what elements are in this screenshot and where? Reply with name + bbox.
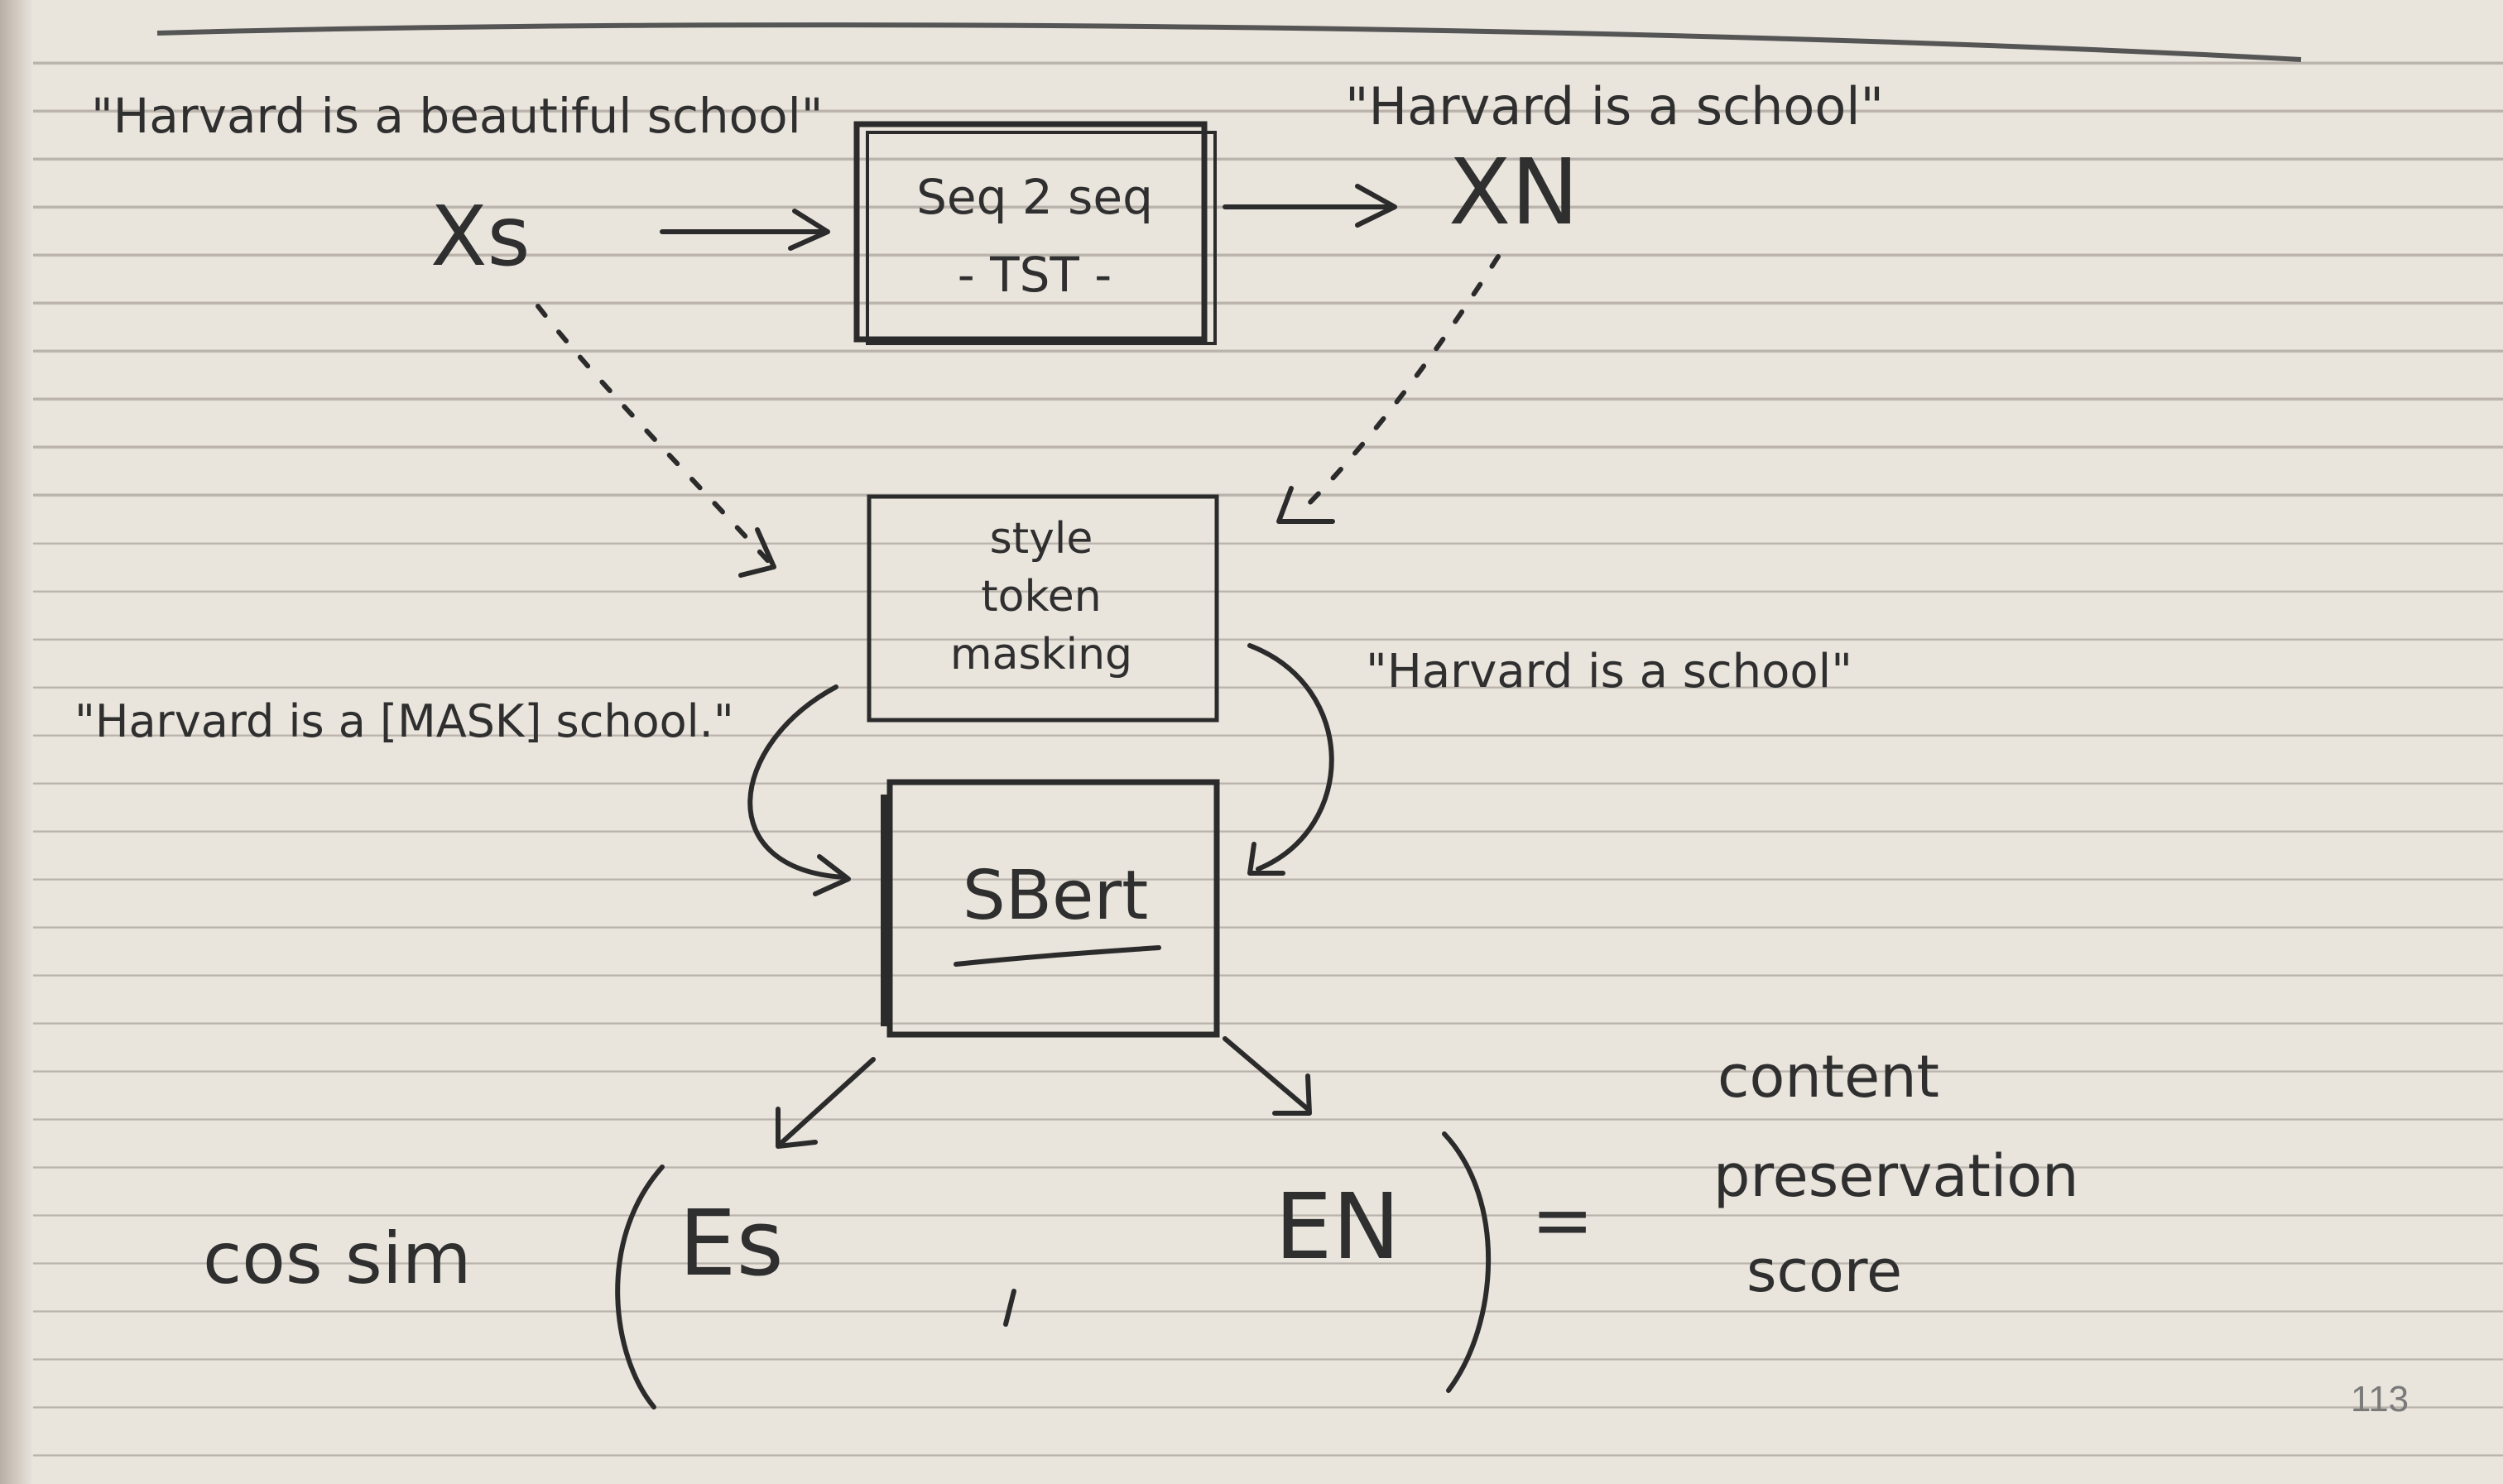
arrow-masked-to-sbert-head: [813, 854, 851, 896]
xs-quote: "Harvard is a beautiful school": [91, 88, 823, 144]
xs-label: Xs: [430, 188, 531, 285]
result-line1: content: [1718, 1043, 1939, 1111]
arrow-sbert-to-es: [776, 1057, 876, 1149]
masking-label-line3: masking: [950, 630, 1132, 680]
en-label: EN: [1275, 1174, 1400, 1280]
arrow-unmasked-to-sbert-head: [1247, 842, 1285, 876]
masked-quote: "Harvard is a [MASK] school.": [74, 695, 734, 747]
sbert-underline: [954, 945, 1161, 967]
masking-box: [867, 494, 1219, 723]
xn-label: XN: [1448, 139, 1579, 245]
masking-label-line1: style: [990, 514, 1093, 564]
tst-box: [853, 121, 1208, 343]
cos-sim-label: cos sim: [203, 1217, 472, 1300]
result-line3: score: [1746, 1237, 1902, 1305]
page-number: 113: [2351, 1379, 2409, 1419]
top-rule: [156, 22, 2302, 62]
sbert-box: [886, 779, 1220, 1038]
es-label: Es: [679, 1190, 784, 1296]
arrow-masked-to-sbert: [747, 684, 847, 880]
tst-label-line1: Seq 2 seq: [916, 169, 1153, 225]
arrow-xn-to-masking: [1297, 254, 1501, 516]
arrow-unmasked-to-sbert: [1247, 643, 1334, 872]
masking-label-line2: token: [981, 572, 1101, 622]
unmasked-quote: "Harvard is a school": [1366, 645, 1852, 699]
equals-sign: =: [1531, 1177, 1593, 1264]
arrow-xs-to-masking: [536, 304, 772, 565]
arrow-xs-to-masking-head: [738, 527, 776, 578]
notebook-binding: [0, 0, 33, 1484]
tst-label-line2: - TST -: [958, 247, 1112, 303]
arrow-xs-to-tst: [660, 209, 830, 251]
right-paren: [1442, 1131, 1492, 1393]
tst-box-shadow: [866, 131, 1217, 345]
result-line2: preservation: [1713, 1142, 2078, 1210]
comma: [1003, 1289, 1016, 1327]
xn-quote: "Harvard is a school": [1345, 76, 1884, 137]
arrow-xn-to-masking-head: [1276, 486, 1335, 524]
sbert-label: SBert: [963, 857, 1149, 935]
arrow-sbert-to-en: [1223, 1036, 1312, 1116]
left-paren: [615, 1165, 665, 1410]
arrow-tst-to-xn: [1223, 184, 1397, 228]
